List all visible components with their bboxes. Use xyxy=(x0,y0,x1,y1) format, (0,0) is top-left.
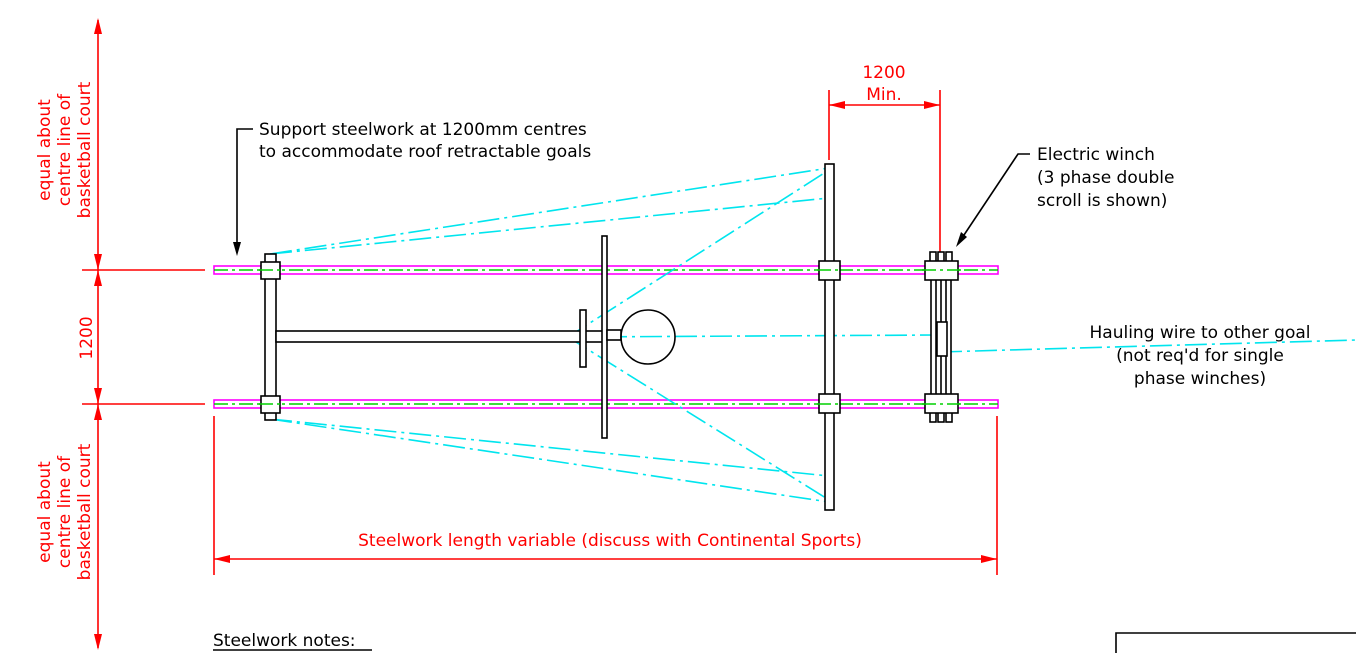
electric-winch xyxy=(922,251,961,423)
arrow-left-icon xyxy=(214,555,230,563)
top-dim-suffix: Min. xyxy=(866,85,902,105)
cable xyxy=(269,418,830,503)
arrow-bottom-icon xyxy=(94,634,102,650)
dim-label-bottom-2: centre line of xyxy=(55,455,75,568)
winch-note-line-1: Electric winch xyxy=(1037,145,1155,165)
hauling-note-line-3: phase winches) xyxy=(1134,369,1266,389)
dim-label-top-3: basketball court xyxy=(75,81,95,218)
dim-label-bottom-3: basketball court xyxy=(75,443,95,580)
title-block-frame xyxy=(1115,632,1356,653)
arrow-up-icon xyxy=(94,404,102,420)
top-dim-value: 1200 xyxy=(862,63,905,83)
notes-heading: Steelwork notes: xyxy=(213,631,356,651)
hauling-annotation: Hauling wire to other goal (not req'd fo… xyxy=(1090,323,1311,389)
hoop-ring xyxy=(620,309,676,365)
arrow-right-icon xyxy=(924,101,940,109)
top-dimension: 1200 Min. xyxy=(828,63,941,258)
arrow-up-icon xyxy=(94,270,102,286)
cables xyxy=(269,167,1356,503)
hoop-mount xyxy=(606,329,622,341)
arrow-left-icon xyxy=(829,101,845,109)
length-dimension: Steelwork length variable (discuss with … xyxy=(213,416,998,575)
hauling-note-line-2: (not req'd for single xyxy=(1116,346,1284,366)
support-note-line-2: to accommodate roof retractable goals xyxy=(259,142,591,162)
middle-post xyxy=(824,163,835,511)
cable xyxy=(567,169,830,338)
support-annotation: Support steelwork at 1200mm centres to a… xyxy=(233,120,591,256)
support-note-line-1: Support steelwork at 1200mm centres xyxy=(259,120,587,140)
dim-label-top-1: equal about xyxy=(35,99,55,201)
winch-note-line-3: scroll is shown) xyxy=(1037,191,1167,211)
middle-frame xyxy=(817,163,842,511)
dim-label-middle: 1200 xyxy=(77,316,97,359)
arrow-down-icon xyxy=(94,388,102,404)
length-note: Steelwork length variable (discuss with … xyxy=(358,531,862,551)
dim-label-bottom-1: equal about xyxy=(35,461,55,563)
goal-arm xyxy=(275,330,607,343)
cable xyxy=(569,334,941,338)
dim-label-top-2: centre line of xyxy=(55,93,75,206)
cable xyxy=(269,167,830,255)
winch-annotation: Electric winch (3 phase double scroll is… xyxy=(956,145,1175,247)
cable xyxy=(269,197,830,255)
leader-line xyxy=(961,153,1030,239)
leader-arrow-icon xyxy=(233,242,241,256)
leader-line xyxy=(236,128,253,246)
left-frame xyxy=(259,253,607,421)
arrow-right-icon xyxy=(981,555,997,563)
arrow-top-icon xyxy=(94,18,102,34)
leader-arrow-icon xyxy=(956,232,967,247)
winch-note-line-2: (3 phase double xyxy=(1037,168,1175,188)
bracket xyxy=(579,309,587,368)
backboard-and-hoop xyxy=(579,235,676,439)
arrow-down-icon xyxy=(94,254,102,270)
cable xyxy=(269,418,830,477)
notes-section: Steelwork notes: xyxy=(213,631,372,651)
winch-drum xyxy=(936,321,948,357)
left-dimension: equal about centre line of basketball co… xyxy=(35,18,205,650)
cable xyxy=(567,336,830,501)
hauling-note-line-1: Hauling wire to other goal xyxy=(1090,323,1311,343)
